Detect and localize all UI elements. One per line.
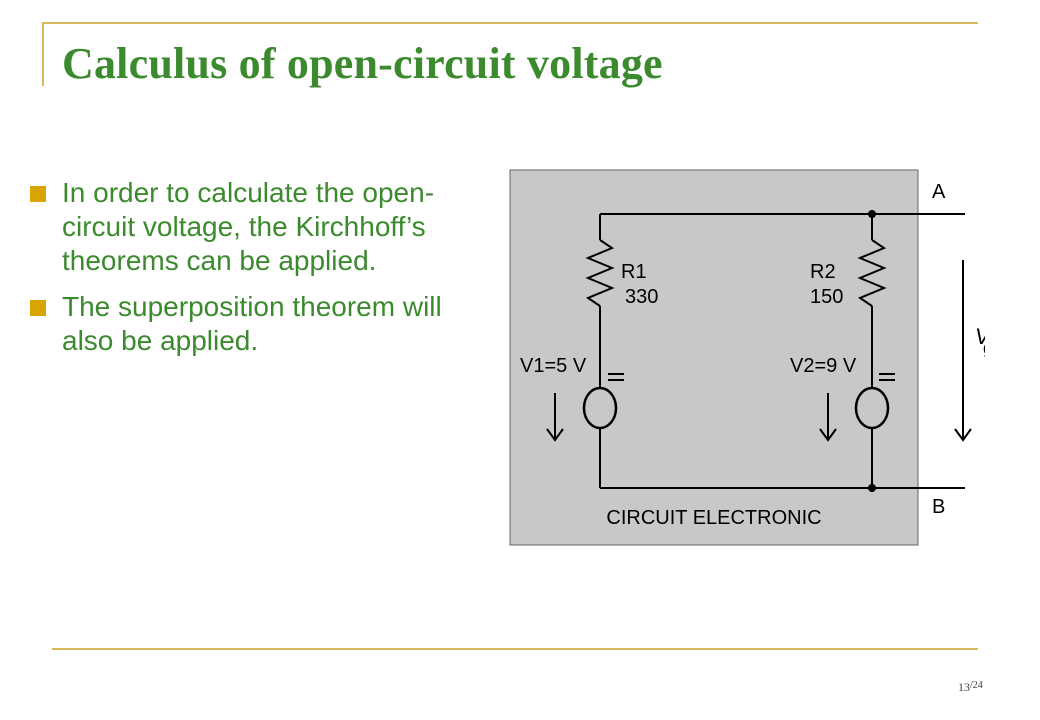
circuit-diagram: A B R1 330 R2 150 V1=5 V V2=9 V V gol CI… (509, 169, 985, 546)
top-border-line (42, 22, 978, 24)
r2-value-label: 150 (810, 286, 843, 308)
v1-arrow-head-icon (546, 428, 564, 442)
terminal-a-label: A (932, 181, 946, 203)
vgol-subscript: gol (983, 338, 985, 358)
junction-dot-top (868, 210, 876, 218)
r2-name-label: R2 (810, 261, 836, 283)
v2-label: V2=9 V (790, 355, 857, 377)
left-border-line (42, 22, 44, 86)
junction-dot-bottom (868, 484, 876, 492)
slide-title: Calculus of open-circuit voltage (62, 39, 663, 88)
bullet-text: In order to calculate the open-circuit v… (62, 177, 435, 276)
bullet-item: The superposition theorem will also be a… (30, 290, 478, 358)
bullet-list: In order to calculate the open-circuit v… (30, 176, 478, 370)
bottom-border-line (52, 648, 978, 650)
circuit-box (509, 169, 919, 546)
vgol-label: V (975, 324, 985, 349)
bullet-item: In order to calculate the open-circuit v… (30, 176, 478, 278)
bullet-text: The superposition theorem will also be a… (62, 291, 442, 356)
vgol-arrow-head-icon (954, 428, 972, 442)
page-current: 13 (958, 680, 970, 694)
bullet-square-icon (30, 300, 46, 316)
page-total: /24 (970, 680, 983, 691)
vgol-symbol: V (975, 324, 985, 349)
terminal-b-label: B (932, 496, 945, 518)
r1-value-label: 330 (625, 286, 658, 308)
circuit-box-label: CIRCUIT ELECTRONIC (606, 507, 821, 529)
v1-label: V1=5 V (520, 355, 587, 377)
r1-name-label: R1 (621, 261, 647, 283)
bullet-square-icon (30, 186, 46, 202)
v2-arrow-head-icon (819, 428, 837, 442)
r2-resistor (857, 239, 887, 307)
page-number: 13/24 (958, 680, 983, 695)
r1-resistor (585, 239, 615, 307)
